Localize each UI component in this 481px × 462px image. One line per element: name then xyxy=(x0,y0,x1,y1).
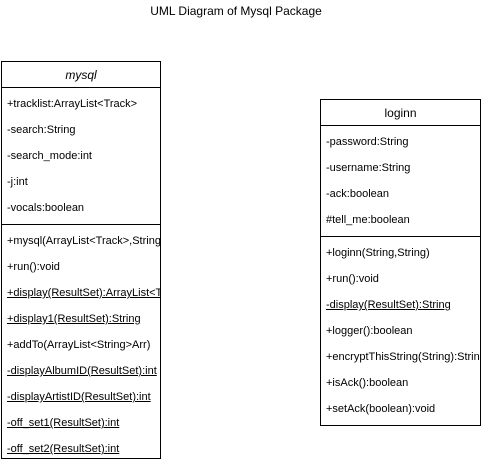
method-display1: +display1(ResultSet):String xyxy=(7,313,141,325)
attribute-search-mode: -search_mode:int xyxy=(7,150,92,162)
class-loginn-attributes: -password:String -username:String -ack:b… xyxy=(321,126,480,237)
method-encrypt-this-string: +encryptThisString(String):String xyxy=(326,351,480,363)
class-mysql[interactable]: mysql +tracklist:ArrayList<Track> -searc… xyxy=(1,61,161,459)
method-display-artist-id: -displayArtistID(ResultSet):int xyxy=(7,391,151,403)
method-logger: +logger():boolean xyxy=(326,325,413,337)
diagram-title: UML Diagram of Mysql Package xyxy=(150,4,322,18)
attribute-vocals: -vocals:boolean xyxy=(7,202,85,214)
method-loginn-constructor: +loginn(String,String) xyxy=(326,247,430,259)
method-is-ack: +isAck():boolean xyxy=(326,377,409,389)
class-mysql-attributes: +tracklist:ArrayList<Track> -search:Stri… xyxy=(2,88,160,225)
class-loginn-name: loginn xyxy=(321,100,480,126)
class-mysql-methods: +mysql(ArrayList<Track>,String,int,boole… xyxy=(2,225,160,458)
method-mysql-constructor: +mysql(ArrayList<Track>,String,int,boole… xyxy=(7,235,160,247)
class-mysql-name: mysql xyxy=(2,62,160,88)
method-off-set2: -off_set2(ResultSet):int xyxy=(7,443,120,455)
method-add-to: +addTo(ArrayList<String>Arr) xyxy=(7,339,151,351)
attribute-j: -j:int xyxy=(7,176,28,188)
method-set-ack: +setAck(boolean):void xyxy=(326,403,436,415)
method-display-album-id: -displayAlbumID(ResultSet):int xyxy=(7,365,157,377)
method-run: +run():void xyxy=(7,261,60,273)
method-run: +run():void xyxy=(326,273,379,285)
attribute-search: -search:String xyxy=(7,124,76,136)
attribute-username: -username:String xyxy=(326,162,411,174)
attribute-tracklist: +tracklist:ArrayList<Track> xyxy=(7,98,138,110)
method-display: -display(ResultSet):String xyxy=(326,299,451,311)
attribute-ack: -ack:boolean xyxy=(326,188,389,200)
class-loginn-methods: +loginn(String,String) +run():void -disp… xyxy=(321,237,480,425)
class-loginn[interactable]: loginn -password:String -username:String… xyxy=(320,99,481,426)
method-off-set1: -off_set1(ResultSet):int xyxy=(7,417,120,429)
attribute-tell-me: #tell_me:boolean xyxy=(326,214,410,226)
attribute-password: -password:String xyxy=(326,136,409,148)
method-display: +display(ResultSet):ArrayList<Track> xyxy=(7,287,160,299)
